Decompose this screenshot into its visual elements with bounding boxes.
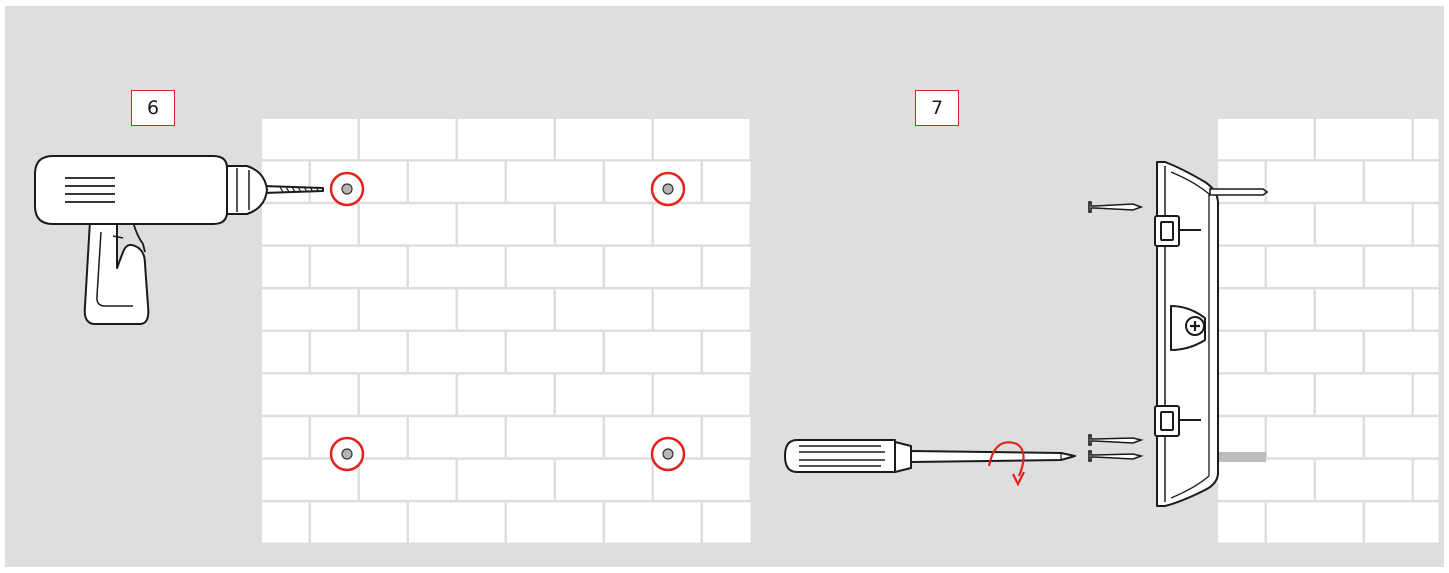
- brick: [409, 332, 505, 372]
- brick: [507, 417, 603, 457]
- brick: [458, 375, 554, 415]
- installation-diagram: 6 7: [5, 6, 1444, 567]
- brick: [507, 162, 603, 202]
- brick: [360, 119, 456, 159]
- brick: [360, 204, 456, 244]
- brick: [458, 460, 554, 500]
- brick: [1267, 162, 1363, 202]
- brick: [1218, 375, 1314, 415]
- brick: [262, 502, 309, 542]
- rotation-arrow-icon: [989, 442, 1024, 484]
- brick: [703, 417, 751, 457]
- brick: [1414, 204, 1439, 244]
- screwdriver-icon: [785, 440, 1075, 472]
- step-6-badge: 6: [131, 90, 175, 126]
- screw-top-icon: [1089, 202, 1141, 212]
- brick: [556, 119, 652, 159]
- drill-hole-bottom-left: [331, 438, 363, 470]
- brick: [262, 162, 309, 202]
- wall-plug-top-icon: [1210, 189, 1267, 195]
- brick: [262, 332, 309, 372]
- mount-housing-icon: [1155, 162, 1218, 506]
- brick: [360, 375, 456, 415]
- brick: [605, 502, 701, 542]
- brick: [1218, 417, 1265, 457]
- brick: [1267, 502, 1363, 542]
- brick: [1414, 289, 1439, 329]
- brick: [262, 289, 358, 329]
- step-7-badge: 7: [915, 90, 959, 126]
- brick: [1316, 204, 1412, 244]
- brick: [703, 162, 751, 202]
- brick: [556, 204, 652, 244]
- brick: [311, 247, 407, 287]
- drill-hole-top-right: [652, 173, 684, 205]
- brick: [409, 162, 505, 202]
- wall-gap-strip: [1218, 452, 1266, 462]
- brick: [1316, 119, 1412, 159]
- brick: [1218, 332, 1265, 372]
- brick: [654, 375, 750, 415]
- brick: [654, 204, 750, 244]
- brick: [1316, 375, 1412, 415]
- brick: [1218, 204, 1314, 244]
- brick: [1365, 502, 1439, 542]
- screw-bottom-1-icon: [1089, 435, 1141, 445]
- brick: [605, 332, 701, 372]
- diagram-canvas: [5, 6, 1444, 567]
- brick: [654, 289, 750, 329]
- brick: [1267, 417, 1363, 457]
- brick: [1365, 247, 1439, 287]
- drill-hole-top-left: [331, 173, 363, 205]
- brick: [1218, 247, 1265, 287]
- screw-bottom-2-icon: [1089, 451, 1141, 461]
- drill-hole-bottom-right: [652, 438, 684, 470]
- brick: [311, 502, 407, 542]
- brick: [1316, 289, 1412, 329]
- brick: [458, 119, 554, 159]
- brick: [262, 247, 309, 287]
- brick: [1316, 460, 1412, 500]
- brick: [409, 502, 505, 542]
- brick: [1218, 289, 1314, 329]
- brick: [507, 332, 603, 372]
- brick: [360, 460, 456, 500]
- brick: [507, 502, 603, 542]
- brick: [1365, 332, 1439, 372]
- brick: [1218, 502, 1265, 542]
- brick: [262, 119, 358, 159]
- brick: [458, 289, 554, 329]
- brick: [1414, 119, 1439, 159]
- brick: [409, 417, 505, 457]
- brick: [703, 247, 751, 287]
- brick: [1218, 460, 1314, 500]
- brick: [507, 247, 603, 287]
- brick: [311, 332, 407, 372]
- brick: [605, 247, 701, 287]
- brick-wall-step-7: [1218, 119, 1441, 545]
- brick: [1267, 247, 1363, 287]
- brick: [1218, 119, 1314, 159]
- brick: [1365, 417, 1439, 457]
- brick: [703, 332, 751, 372]
- brick: [262, 204, 358, 244]
- brick: [262, 417, 309, 457]
- brick: [1365, 162, 1439, 202]
- brick: [556, 289, 652, 329]
- brick: [409, 247, 505, 287]
- brick: [654, 119, 750, 159]
- brick: [458, 204, 554, 244]
- brick: [556, 460, 652, 500]
- brick: [1414, 460, 1439, 500]
- brick: [1414, 375, 1439, 415]
- brick: [360, 289, 456, 329]
- brick: [703, 502, 751, 542]
- brick: [1267, 332, 1363, 372]
- brick: [556, 375, 652, 415]
- brick: [262, 375, 358, 415]
